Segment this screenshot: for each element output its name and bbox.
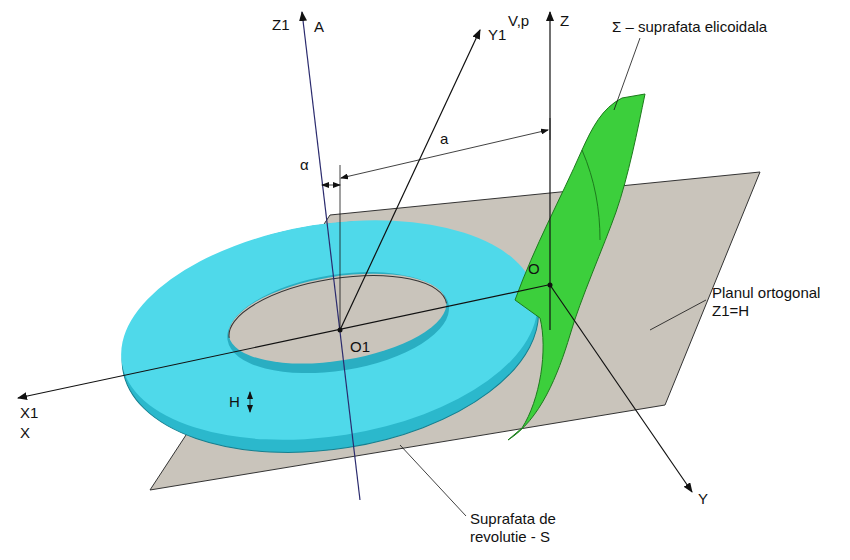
- plane-label: Planul ortogonal Z1=H: [712, 284, 834, 320]
- dimension-label: a: [440, 130, 448, 148]
- dimension-label: H: [229, 393, 240, 411]
- surface-label: Suprafata de revolutie - S: [470, 510, 582, 546]
- axis-label: Y1: [488, 26, 506, 44]
- z1-axis: [302, 12, 360, 500]
- z-axis: [549, 12, 550, 330]
- helical-edge: [582, 150, 600, 240]
- dimension-tick: [550, 118, 551, 140]
- point-label: O: [528, 260, 540, 278]
- axis-label: X1: [20, 404, 38, 422]
- origin-point: [338, 328, 343, 333]
- axis-label: Y: [698, 490, 708, 508]
- reference-line: [340, 165, 341, 330]
- leader-line: [614, 38, 640, 110]
- y-axis: [550, 285, 692, 492]
- height-dimension: [250, 392, 251, 412]
- axis-label: Z1: [272, 16, 290, 34]
- leader-line: [400, 445, 466, 516]
- origin-point: [548, 283, 553, 288]
- distance-dimension: [341, 130, 548, 178]
- axis-label: X: [20, 424, 30, 442]
- axis-label: A: [314, 18, 324, 36]
- axis-label: Z: [560, 12, 569, 30]
- axis-label: V,p: [508, 12, 529, 30]
- x-axis: [18, 285, 548, 398]
- torus: [105, 193, 555, 481]
- surface-label: Σ – suprafata elicoidala: [612, 18, 767, 36]
- y1-axis: [340, 30, 480, 330]
- helical-surface: [508, 94, 645, 440]
- leader-line: [650, 300, 706, 330]
- angle-label: α: [300, 156, 309, 174]
- point-label: O1: [350, 338, 370, 356]
- angle-dimension: [322, 185, 340, 186]
